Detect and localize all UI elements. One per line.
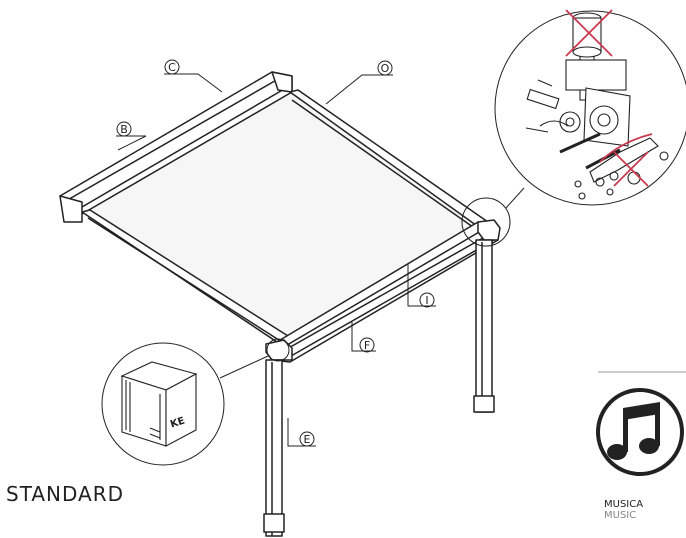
callout-i-circle bbox=[419, 292, 435, 308]
cap-detail: KE bbox=[101, 338, 290, 466]
callout-f-circle bbox=[359, 337, 375, 353]
pergola bbox=[59, 71, 501, 537]
front-cap-left bbox=[265, 339, 293, 361]
callout-f-label: F bbox=[364, 339, 370, 352]
callout-b-label: B bbox=[120, 123, 128, 136]
callout-o-label: O bbox=[381, 62, 390, 75]
svg-text:KE: KE bbox=[169, 415, 186, 430]
rear-cap-left bbox=[59, 195, 83, 223]
left-post-foot bbox=[263, 513, 285, 533]
front-cap-right bbox=[477, 219, 501, 241]
right-post-foot bbox=[473, 395, 495, 413]
music-note-icon bbox=[607, 402, 660, 460]
music-label: MUSICA MUSIC bbox=[604, 499, 643, 521]
removal-crosses bbox=[565, 9, 653, 187]
corner-detail bbox=[461, 9, 686, 247]
corner-highlight-circle bbox=[461, 197, 511, 247]
callout-e-label: E bbox=[304, 433, 311, 446]
callouts bbox=[116, 59, 436, 447]
cap-highlight-circle bbox=[266, 338, 290, 362]
roof-fabric bbox=[81, 89, 479, 341]
right-post bbox=[475, 239, 493, 413]
music-feature bbox=[596, 371, 686, 476]
page-title: STANDARD bbox=[6, 482, 125, 506]
left-post bbox=[265, 359, 283, 537]
end-cap-drawing: KE bbox=[120, 361, 198, 447]
callout-i-label: I bbox=[425, 294, 428, 307]
music-label-en: MUSIC bbox=[604, 510, 637, 521]
callout-labels: C O B I F E bbox=[120, 61, 428, 446]
music-label-it: MUSICA bbox=[604, 499, 644, 510]
callout-c-label: C bbox=[168, 61, 176, 74]
music-icon-circle bbox=[596, 388, 684, 476]
